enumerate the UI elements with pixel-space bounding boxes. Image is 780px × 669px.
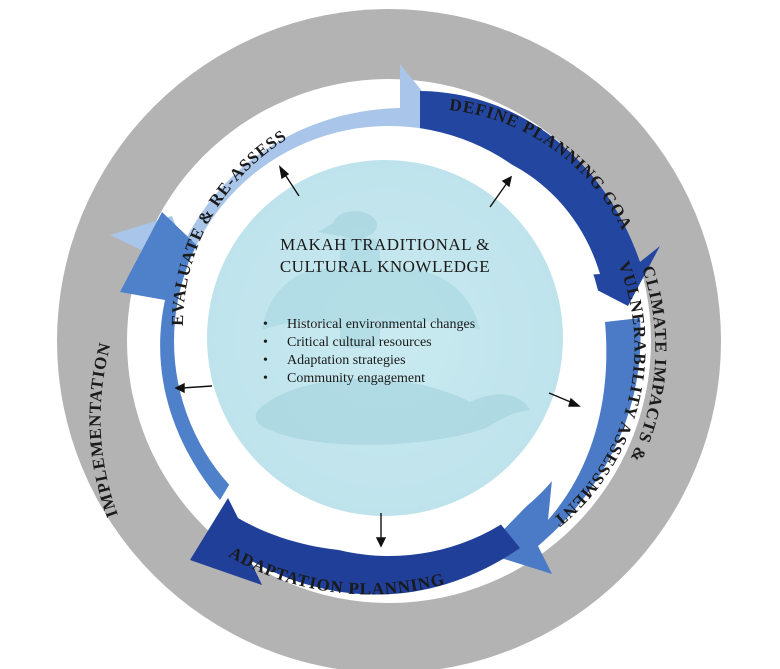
bullet-item: Community engagement — [287, 371, 425, 386]
radial-arrow-head — [501, 175, 513, 188]
bullet-dot: • — [263, 371, 268, 386]
bullet-list: • Historical environmental changes • Cri… — [263, 317, 475, 386]
bullet-item: Historical environmental changes — [287, 317, 475, 332]
radial-arrow-right — [548, 392, 574, 404]
radial-arrow-head — [375, 537, 387, 548]
radial-arrow-head — [278, 165, 290, 180]
arrow-define-goals — [420, 91, 660, 306]
arrow-adaptation-planning — [190, 498, 520, 595]
emblem-left-wing — [262, 268, 342, 330]
radial-arrow-head — [568, 397, 581, 407]
bullet-item: Critical cultural resources — [287, 335, 432, 350]
emblem-right-wing — [380, 268, 480, 330]
emblem-whale — [255, 378, 530, 445]
radial-arrow-head — [174, 382, 185, 394]
center-title-line1: MAKAH TRADITIONAL & — [280, 235, 490, 254]
emblem-beak — [318, 222, 340, 236]
emblem-watermark — [255, 211, 530, 445]
bullet-item: Adaptation strategies — [287, 353, 406, 368]
radial-arrow-left — [181, 385, 213, 389]
radial-arrow-upper-left — [283, 172, 300, 197]
bullet-dot: • — [263, 353, 268, 368]
radial-arrow-upper-right — [489, 182, 508, 208]
bullet-dot: • — [263, 335, 268, 350]
radial-arrows — [174, 165, 581, 548]
emblem-head — [333, 211, 377, 239]
bullet-dot: • — [263, 317, 268, 332]
emblem-body — [340, 238, 380, 348]
center-title-line2: CULTURAL KNOWLEDGE — [280, 257, 490, 276]
